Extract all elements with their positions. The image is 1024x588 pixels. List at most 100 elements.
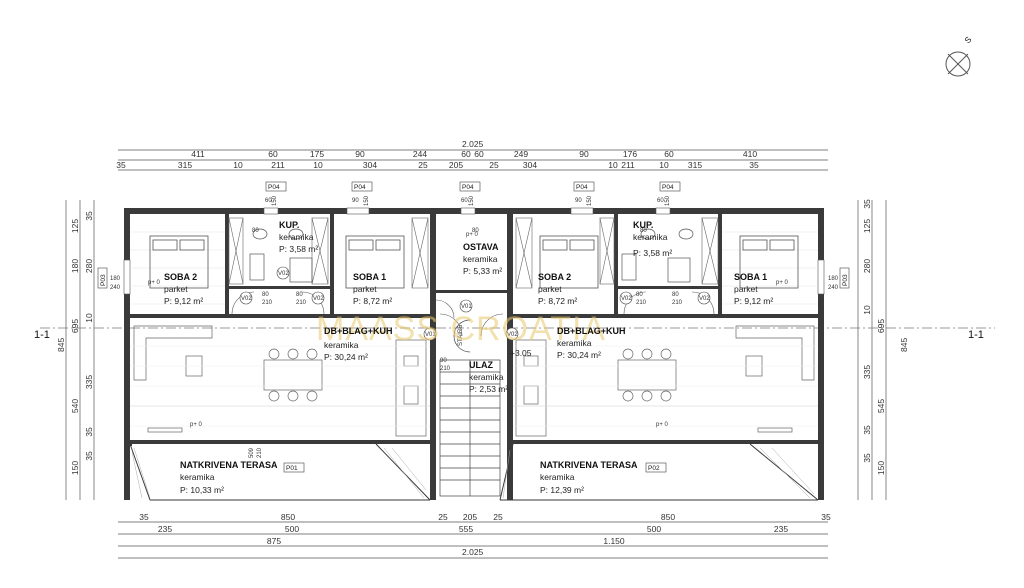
room-label-r-kup: KUP. keramika P: 3,58 m² [633, 220, 672, 258]
svg-text:keramika: keramika [540, 472, 575, 482]
staircase [439, 319, 501, 497]
svg-text:STAIRS: STAIRS [458, 325, 464, 346]
room-label-l-terasa: NATKRIVENA TERASA keramika P: 10,33 m² [180, 460, 278, 495]
svg-text:80: 80 [472, 228, 479, 234]
svg-text:NATKRIVENA TERASA: NATKRIVENA TERASA [180, 460, 278, 470]
top-dim-1-5: 60 [461, 149, 471, 159]
svg-text:150: 150 [587, 195, 593, 206]
svg-text:V01: V01 [425, 332, 436, 338]
right-dim-1-1: 125 [862, 219, 872, 233]
svg-text:150: 150 [272, 195, 278, 206]
room-label-l-kup: KUP. keramika P: 3,58 m² [279, 220, 318, 254]
room-label-l-soba1: SOBA 1 parket P: 8,72 m² [353, 272, 392, 306]
svg-text:80: 80 [636, 292, 643, 298]
svg-text:60: 60 [461, 198, 468, 204]
svg-text:SOBA 2: SOBA 2 [538, 272, 571, 282]
svg-text:P: 3,58 m²: P: 3,58 m² [633, 248, 672, 258]
right-total-dimension: 845 [899, 338, 909, 352]
bot-dim-2-0: 235 [158, 524, 172, 534]
svg-text:V02: V02 [278, 271, 289, 277]
bot-dim-3-0: 875 [267, 536, 281, 546]
left-dim-2-4: 35 [84, 427, 94, 437]
svg-text:80: 80 [296, 292, 303, 298]
left-dim-2-3: 335 [84, 375, 94, 389]
bed-furniture [149, 235, 799, 289]
bot-dim-2-1: 500 [285, 524, 299, 534]
svg-text:80: 80 [262, 292, 269, 298]
svg-text:P03: P03 [100, 274, 107, 286]
top-dim-1-0: 411 [191, 149, 205, 159]
bot-dim-1-0: 35 [139, 512, 149, 522]
top-dimension-lines [118, 149, 828, 171]
svg-text:P04: P04 [268, 184, 280, 191]
top-dim-1-11: 410 [743, 149, 757, 159]
svg-text:P04: P04 [662, 184, 674, 191]
svg-text:V02: V02 [507, 332, 518, 338]
bot-dim-2-2: 555 [459, 524, 473, 534]
top-dim-2-5: 304 [363, 160, 377, 170]
svg-text:KUP.: KUP. [633, 220, 653, 230]
svg-text:V02: V02 [621, 296, 632, 302]
living-furniture [130, 325, 818, 437]
side-dimension-lines [65, 200, 887, 500]
svg-text:90: 90 [440, 358, 447, 364]
svg-text:240: 240 [110, 285, 121, 291]
svg-text:p+ 0: p+ 0 [776, 280, 789, 286]
room-label-l-soba2: SOBA 2 parket P: 9,12 m² [164, 272, 203, 306]
bathroom-fixtures [249, 228, 694, 283]
bot-dim-1-6: 35 [821, 512, 831, 522]
svg-text:P: 30,24 m²: P: 30,24 m² [557, 350, 601, 360]
svg-text:DB+BLAG+KUH: DB+BLAG+KUH [557, 326, 626, 336]
svg-text:P04: P04 [354, 184, 366, 191]
svg-text:keramika: keramika [279, 232, 314, 242]
svg-text:80: 80 [640, 228, 647, 234]
left-dim-2-0: 35 [84, 211, 94, 221]
room-label-ulaz: ULAZ keramika P: 2,53 m² [469, 360, 508, 394]
watermark: MAASS CROATIA [316, 310, 606, 348]
svg-text:KUP.: KUP. [279, 220, 299, 230]
svg-text:80: 80 [672, 292, 679, 298]
svg-text:P01: P01 [286, 465, 298, 472]
top-dim-2-1: 315 [178, 160, 192, 170]
terrace-hatch [131, 447, 815, 499]
svg-text:keramika: keramika [180, 472, 215, 482]
svg-text:p+ 0: p+ 0 [190, 422, 203, 428]
right-dim-1-6: 35 [862, 453, 872, 463]
top-total-dimension: 2.025 [462, 139, 484, 149]
top-dim-2-6: 25 [418, 160, 428, 170]
svg-text:ULAZ: ULAZ [469, 360, 493, 370]
window-openings [123, 207, 825, 295]
opening-tags: P04 P04 P04 P04 P04 P03 P03 P01 P02 [97, 181, 850, 473]
top-dim-1-8: 90 [579, 149, 589, 159]
left-dim-1-3: 540 [70, 399, 80, 413]
svg-text:P: 2,53 m²: P: 2,53 m² [469, 384, 508, 394]
svg-text:SOBA 1: SOBA 1 [734, 272, 767, 282]
svg-text:keramika: keramika [557, 338, 592, 348]
top-dim-2-14: 35 [749, 160, 759, 170]
top-dim-1-7: 249 [514, 149, 528, 159]
right-dim-1-2: 280 [862, 259, 872, 273]
svg-text:210: 210 [440, 366, 451, 372]
svg-text:P: 5,33 m²: P: 5,33 m² [463, 266, 502, 276]
top-dim-2-11: 211 [621, 160, 635, 170]
terraces [129, 443, 819, 501]
bot-dim-2-4: 235 [774, 524, 788, 534]
svg-text:180: 180 [828, 276, 839, 282]
svg-text:P: 9,12 m²: P: 9,12 m² [164, 296, 203, 306]
svg-text:parket: parket [164, 284, 188, 294]
top-dim-1-1: 60 [268, 149, 278, 159]
svg-text:240: 240 [828, 285, 839, 291]
svg-text:keramika: keramika [324, 340, 359, 350]
tile-grid [130, 345, 818, 427]
right-dim-2-0: 695 [876, 319, 886, 333]
top-dim-1-4: 244 [413, 149, 427, 159]
svg-text:p+ 0: p+ 0 [656, 422, 669, 428]
svg-text:210: 210 [296, 300, 307, 306]
bottom-dimension-lines [118, 521, 828, 559]
svg-text:parket: parket [538, 284, 562, 294]
left-dim-1-2: 695 [70, 319, 80, 333]
